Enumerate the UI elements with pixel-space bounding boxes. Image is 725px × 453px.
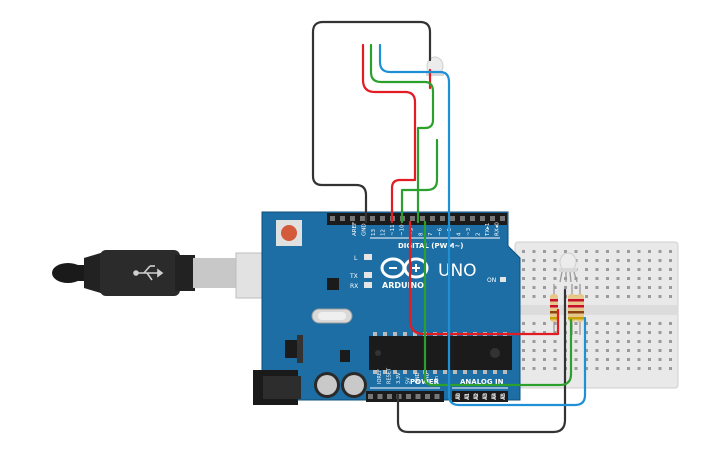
breadboard-holes[interactable] [522, 250, 672, 370]
analog-pin-label: A4 [492, 392, 498, 400]
analog-pin-label: A2 [474, 393, 480, 400]
wire-black-bottom [396, 288, 567, 434]
digital-pin-label: AREF [352, 222, 358, 236]
digital-pin-label: 12 [381, 229, 387, 236]
reset-button[interactable] [276, 220, 302, 246]
digital-pin-label: 8 [419, 232, 425, 236]
power-pin-label: GND [425, 372, 431, 384]
atmega-chip [369, 332, 512, 374]
model-label: UNO [438, 261, 477, 281]
resistor[interactable] [576, 284, 584, 335]
arduino-logo-icon [380, 257, 429, 279]
wires[interactable] [311, 20, 587, 434]
digital-pin-label: 4 [457, 232, 463, 236]
on-led [500, 277, 506, 282]
resistor[interactable] [568, 284, 576, 335]
analog-header[interactable] [452, 391, 508, 402]
crystal-oscillator [311, 308, 353, 324]
wire-blue-top [378, 43, 451, 224]
power-pin-label: Vin [434, 376, 440, 384]
usb-chip [327, 278, 339, 290]
digital-pin-label: 2 [476, 233, 482, 237]
power-header[interactable] [366, 391, 444, 402]
wire-blue-bottom [447, 220, 587, 407]
power-pin-label: GND [415, 372, 421, 384]
power-jack[interactable] [253, 370, 301, 405]
power-pin-label: RESET [387, 367, 393, 384]
digital-pin-label: 13 [371, 229, 377, 236]
rgb-led-breadboard[interactable] [559, 252, 578, 283]
power-pin-label: IOREF [377, 369, 383, 384]
analog-pin-label: A1 [465, 393, 471, 400]
digital-pin-label: ~11 [390, 224, 396, 236]
digital-pin-label: ~9 [409, 227, 415, 236]
digital-pin-label: RX◂0 [495, 222, 501, 236]
wire-red-top [361, 43, 417, 224]
capacitors [314, 372, 367, 398]
led-l-label: L [354, 255, 358, 262]
analog-label: ANALOG IN [460, 378, 504, 386]
digital-pin-label: ~6 [438, 227, 444, 236]
on-label: ON [487, 277, 496, 284]
digital-label: DIGITAL (PWM~) [398, 242, 463, 250]
digital-pin-label: ~10 [400, 224, 406, 236]
usb-icon [133, 265, 164, 281]
digital-pin-label: GND [362, 223, 368, 236]
analog-pin-label: A0 [456, 392, 462, 400]
brand-label: ARDUINO [382, 281, 424, 290]
led-tx-label: TX [349, 273, 358, 280]
resistors[interactable] [550, 284, 584, 335]
wire-green-top [369, 43, 435, 224]
power-pin-label: 5V [406, 377, 412, 384]
regulator-chip [340, 350, 350, 362]
breadboard[interactable] [514, 241, 679, 389]
usb-cable[interactable] [52, 250, 297, 299]
digital-pin-label: TX▸1 [485, 223, 491, 237]
resistor[interactable] [550, 284, 558, 335]
digital-pin-label: ~3 [466, 227, 472, 236]
analog-pin-label: A5 [501, 392, 507, 400]
analog-pin-label: A3 [483, 392, 489, 400]
digital-pin-label: 7 [428, 232, 434, 236]
wire-black-top [311, 20, 432, 224]
power-pin-label: 3.3V [396, 372, 402, 384]
wire-green-bottom [423, 220, 573, 387]
led-rx-label: RX [350, 283, 358, 290]
wire-green-mid [400, 138, 439, 224]
status-leds: L TX RX [349, 254, 372, 290]
